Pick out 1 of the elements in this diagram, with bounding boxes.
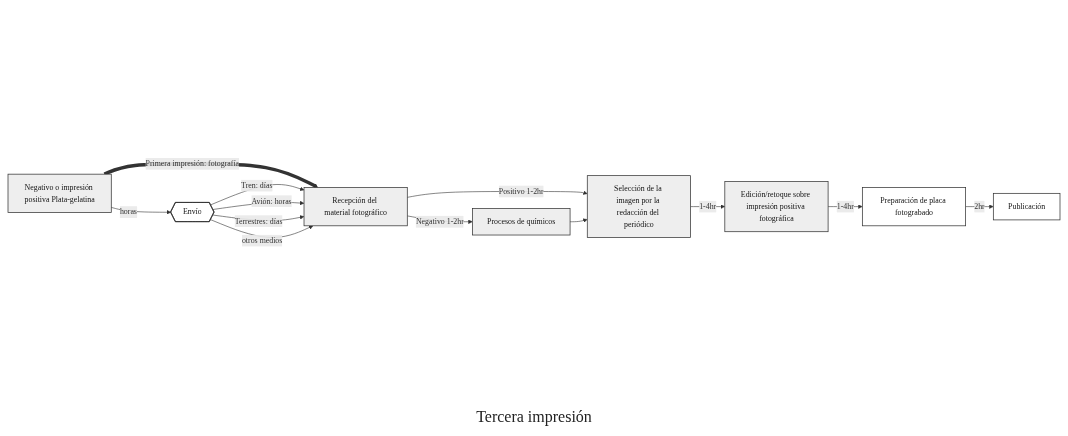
bracket-caption: Tercera impresión bbox=[476, 408, 592, 426]
